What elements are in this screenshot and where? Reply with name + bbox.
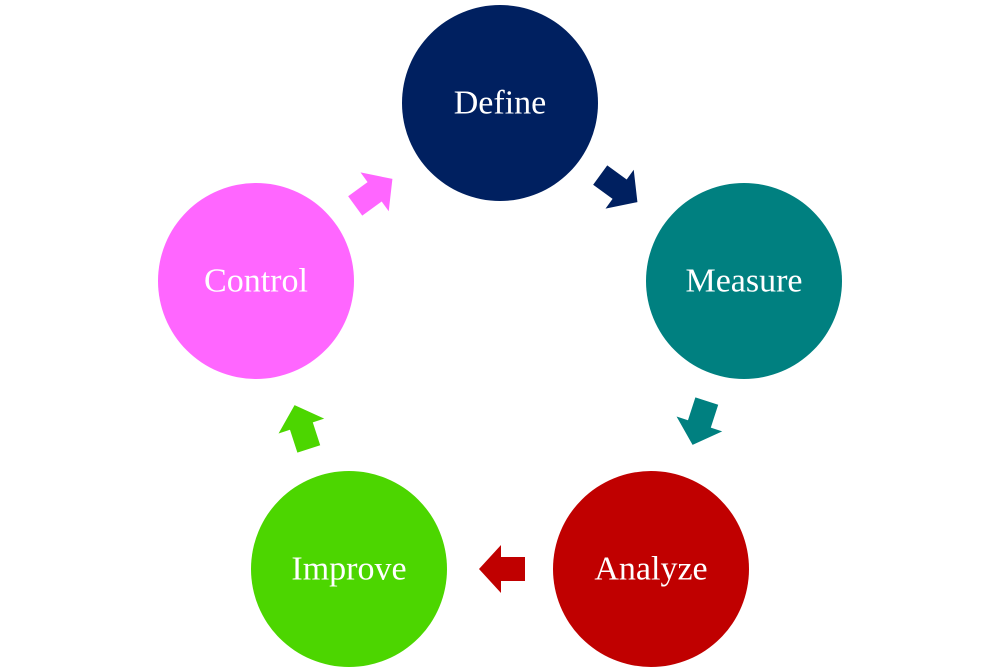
stage-define-label: Define bbox=[454, 85, 547, 122]
stage-analyze: Analyze bbox=[553, 471, 749, 667]
arrow-analyze-to-improve-shape bbox=[479, 545, 525, 593]
arrow-measure-to-analyze-shape bbox=[676, 397, 723, 445]
arrow-control-to-define bbox=[348, 172, 393, 216]
stage-analyze-circle bbox=[553, 471, 749, 667]
stage-improve: Improve bbox=[251, 471, 447, 667]
stage-analyze-label: Analyze bbox=[594, 551, 707, 588]
stage-define-circle bbox=[402, 5, 598, 201]
stage-improve-circle bbox=[251, 471, 447, 667]
arrow-control-to-define-shape bbox=[348, 172, 393, 216]
arrow-analyze-to-improve bbox=[479, 545, 525, 593]
arrow-measure-to-analyze bbox=[676, 397, 723, 445]
stage-measure-circle bbox=[646, 183, 842, 379]
stage-control-circle bbox=[158, 183, 354, 379]
arrow-improve-to-control-shape bbox=[278, 405, 325, 453]
arrow-define-to-measure bbox=[593, 165, 638, 209]
stage-improve-label: Improve bbox=[291, 551, 406, 588]
arrow-define-to-measure-shape bbox=[593, 165, 638, 209]
stage-measure: Measure bbox=[646, 183, 842, 379]
arrow-improve-to-control bbox=[278, 405, 325, 453]
stage-define: Define bbox=[402, 5, 598, 201]
stage-measure-label: Measure bbox=[685, 263, 802, 300]
stage-control-label: Control bbox=[204, 263, 308, 300]
stage-control: Control bbox=[158, 183, 354, 379]
